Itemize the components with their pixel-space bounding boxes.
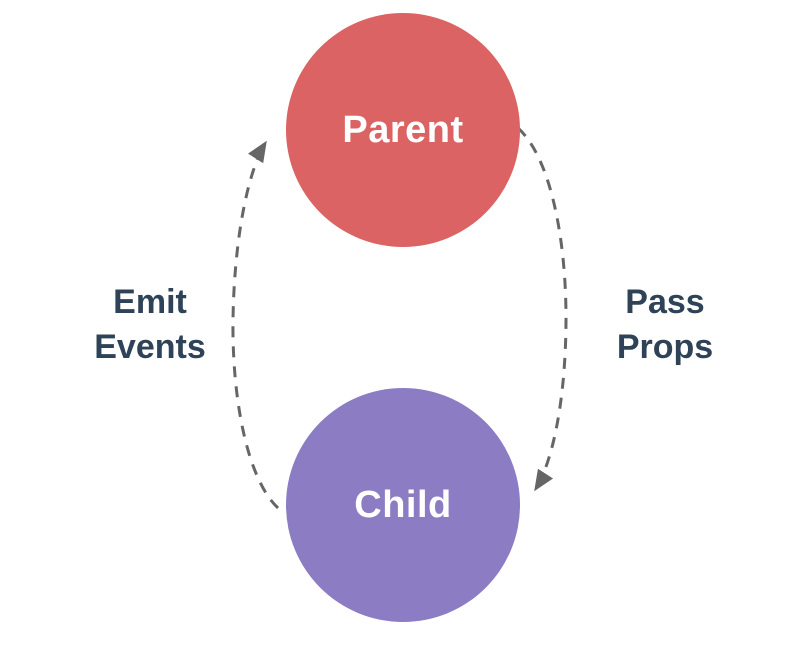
pass-props-arrow bbox=[516, 126, 568, 492]
pass-props-label-line2: Props bbox=[616, 328, 714, 366]
node-child: Child bbox=[286, 388, 520, 622]
node-parent-label: Parent bbox=[342, 108, 464, 151]
emit-events-label-line1: Emit bbox=[113, 283, 187, 321]
pass-props-label: Pass Props bbox=[575, 280, 755, 370]
emit-events-arrow bbox=[231, 140, 280, 510]
emit-events-label: Emit Events bbox=[60, 280, 240, 370]
pass-props-label-line1: Pass bbox=[625, 283, 705, 321]
node-parent: Parent bbox=[286, 13, 520, 247]
node-child-label: Child bbox=[354, 483, 452, 526]
emit-events-label-line2: Events bbox=[94, 328, 206, 366]
